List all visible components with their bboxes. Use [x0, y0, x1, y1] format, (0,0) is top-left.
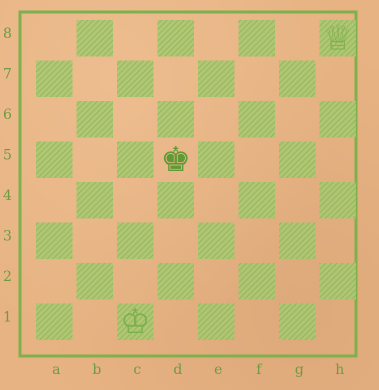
- black-king-piece: ♚: [161, 140, 191, 180]
- board-squares: [36, 20, 356, 340]
- file-label-d: d: [173, 362, 182, 378]
- square-e1: [198, 304, 235, 341]
- rank-label-6: 6: [3, 107, 12, 123]
- file-label-e: e: [214, 362, 222, 378]
- square-g3: [279, 223, 316, 260]
- square-e7: [198, 61, 235, 98]
- square-a5: [36, 142, 73, 179]
- rank-label-3: 3: [3, 229, 12, 245]
- square-a7: [36, 61, 73, 98]
- rank-label-2: 2: [3, 269, 12, 285]
- file-labels: a b c d e f g h: [52, 362, 344, 378]
- square-b2: [77, 263, 114, 300]
- square-c3: [117, 223, 154, 260]
- square-h4: [320, 182, 357, 219]
- white-queen-piece: ♕: [323, 18, 353, 58]
- board-pieces: ♕ ♚ ♔: [120, 18, 353, 342]
- square-c5: [117, 142, 154, 179]
- rank-labels: 8 7 6 5 4 3 2 1: [3, 26, 12, 326]
- square-f8: [239, 20, 276, 57]
- square-d6: [158, 101, 195, 138]
- file-label-f: f: [256, 362, 263, 378]
- file-label-c: c: [133, 362, 141, 378]
- rank-label-5: 5: [3, 148, 12, 164]
- square-d8: [158, 20, 195, 57]
- file-label-a: a: [52, 362, 60, 378]
- file-label-g: g: [295, 362, 304, 378]
- square-g1: [279, 304, 316, 341]
- square-g7: [279, 61, 316, 98]
- square-e5: [198, 142, 235, 179]
- square-d4: [158, 182, 195, 219]
- square-b8: [77, 20, 114, 57]
- square-d2: [158, 263, 195, 300]
- square-g5: [279, 142, 316, 179]
- white-king-piece: ♔: [120, 302, 150, 342]
- square-h6: [320, 101, 357, 138]
- square-f2: [239, 263, 276, 300]
- square-b6: [77, 101, 114, 138]
- square-f6: [239, 101, 276, 138]
- file-label-b: b: [92, 362, 101, 378]
- rank-label-7: 7: [3, 67, 12, 83]
- rank-label-1: 1: [3, 310, 12, 326]
- square-h2: [320, 263, 357, 300]
- file-label-h: h: [335, 362, 344, 378]
- rank-label-4: 4: [3, 188, 12, 204]
- square-e3: [198, 223, 235, 260]
- rank-label-8: 8: [3, 26, 12, 42]
- square-b4: [77, 182, 114, 219]
- square-c7: [117, 61, 154, 98]
- square-a1: [36, 304, 73, 341]
- square-a3: [36, 223, 73, 260]
- square-f4: [239, 182, 276, 219]
